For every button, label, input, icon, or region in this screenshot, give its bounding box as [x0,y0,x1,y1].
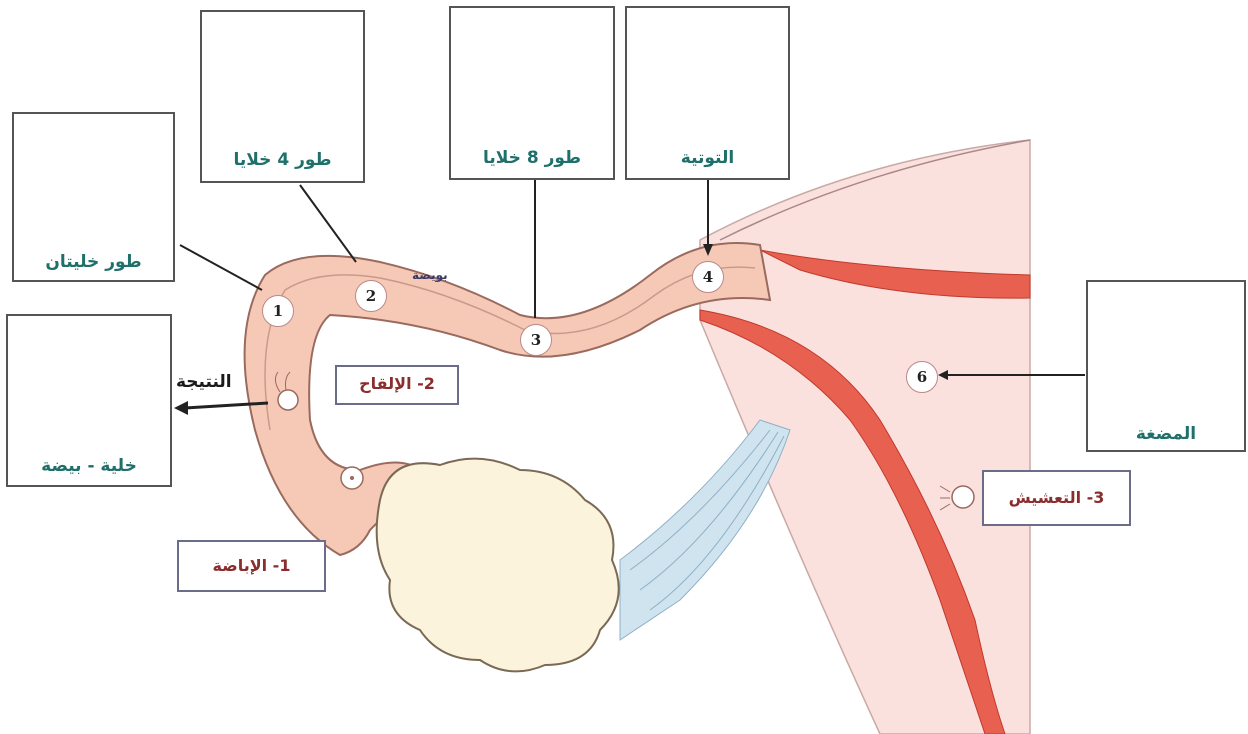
marker-6: 6 [906,361,938,393]
stage-box-four-cells: طور 4 خلايا [200,10,365,183]
marker-2: 2 [355,280,387,312]
stage-box-blastocyst: المضغة [1086,280,1246,452]
stage-label-morula: التوتية [627,148,788,168]
stage-label-blastocyst: المضغة [1088,424,1244,444]
event-implantation: 3- التعشيش [982,470,1131,526]
stage-box-egg-cell: خلية - بيضة [6,314,172,487]
event-ovulation: 1- الإباضة [177,540,326,592]
marker-3: 3 [520,324,552,356]
stage-label-eight-cells: طور 8 خلايا [451,148,613,168]
stage-label-two-cells: طور خليتان [14,252,173,272]
result-label: النتيجة [176,372,232,392]
oviduct-label: بويضة [412,268,448,282]
ovary [377,459,619,672]
event-fertilization: 2- الإلقاح [335,365,459,405]
stage-box-eight-cells: طور 8 خلايا [449,6,615,180]
stage-box-morula: التوتية [625,6,790,180]
marker-4: 4 [692,261,724,293]
marker-1: 1 [262,295,294,327]
stage-label-egg-cell: خلية - بيضة [8,456,170,476]
stage-box-two-cells: طور خليتان [12,112,175,282]
stage-label-four-cells: طور 4 خلايا [202,150,363,170]
